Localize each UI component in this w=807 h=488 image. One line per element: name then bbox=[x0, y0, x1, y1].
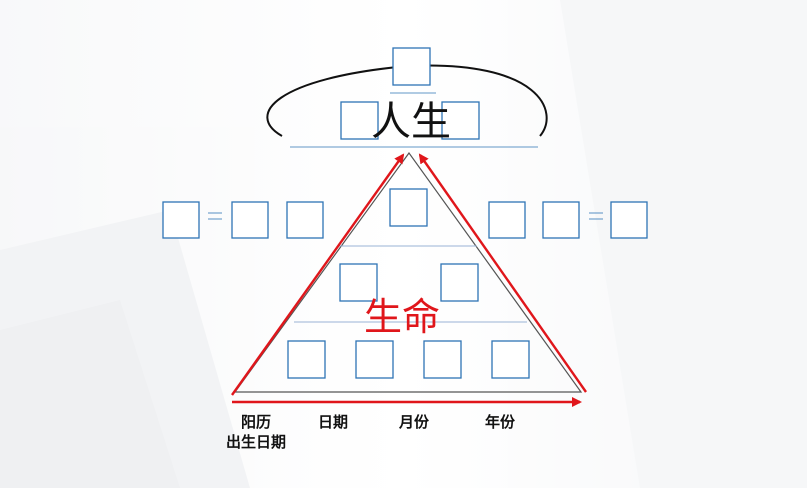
top-box bbox=[393, 48, 430, 85]
center-label: 生命 bbox=[364, 295, 440, 339]
left-box-1 bbox=[163, 202, 199, 238]
pyramid-bottom-box-2 bbox=[356, 341, 393, 378]
right-box-3 bbox=[611, 202, 647, 238]
axis-label-year: 年份 bbox=[485, 413, 516, 431]
pyramid-top-box bbox=[390, 189, 427, 226]
pyramid-bottom-box-3 bbox=[424, 341, 461, 378]
axis-label-yang-li: 阳历 bbox=[241, 413, 271, 431]
pyramid-bottom-box-1 bbox=[288, 341, 325, 378]
right-box-1 bbox=[489, 202, 525, 238]
left-box-3 bbox=[287, 202, 323, 238]
axis-label-month: 月份 bbox=[398, 413, 430, 431]
axis-label-birth-date: 出生日期 bbox=[226, 433, 286, 451]
axis-label-day: 日期 bbox=[318, 413, 348, 431]
left-box-2 bbox=[232, 202, 268, 238]
pyramid-bottom-box-4 bbox=[492, 341, 529, 378]
pyramid-middle-right-box bbox=[441, 264, 478, 301]
right-box-2 bbox=[543, 202, 579, 238]
top-label: 人生 bbox=[371, 99, 451, 145]
